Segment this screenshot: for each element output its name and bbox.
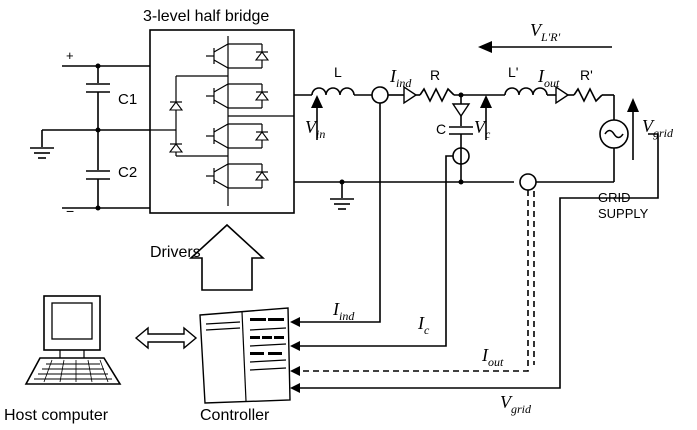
signal-i-c-label: Ic	[417, 313, 430, 337]
v-lr-label: VL'R'	[530, 20, 561, 44]
grid-supply-source	[599, 119, 629, 149]
signal-i-ind-label: Iind	[332, 299, 355, 323]
signal-v-grid-label: Vgrid	[500, 392, 532, 416]
inductor-l2-label: L'	[508, 64, 518, 80]
host-computer-label: Host computer	[4, 407, 109, 424]
igbt-switches	[206, 43, 270, 189]
plus-sign: +	[66, 48, 74, 63]
filter-capacitor	[449, 95, 473, 182]
i-out-label: Iout	[537, 66, 560, 90]
resistor-r2-label: R'	[580, 67, 593, 83]
i-ind-label: Iind	[389, 66, 412, 90]
dc-link: + −	[30, 48, 150, 219]
drivers-label: Drivers	[150, 244, 201, 261]
inductor-l-label: L	[334, 64, 342, 80]
capacitor-c-label: C	[436, 121, 446, 137]
v-in-label: Vin	[305, 117, 325, 141]
bidirectional-arrow	[134, 326, 198, 350]
v-c-label: Vc	[474, 117, 491, 141]
grid-supply-label-line2: SUPPLY	[598, 206, 649, 221]
controller-cabinet	[199, 307, 291, 404]
voltage-arrows	[311, 41, 639, 160]
bottom-return-line	[294, 148, 615, 210]
bridge-title: 3-level half bridge	[143, 8, 269, 25]
signal-lines	[290, 103, 659, 393]
half-bridge-box	[149, 29, 295, 214]
controller-label: Controller	[200, 407, 270, 424]
resistor-r-label: R	[430, 67, 440, 83]
drivers-arrow	[188, 223, 266, 291]
minus-sign: −	[66, 203, 74, 219]
host-computer-icon	[24, 295, 122, 385]
signal-i-out-label: Iout	[481, 345, 504, 369]
c2-label: C2	[118, 164, 137, 181]
c1-label: C1	[118, 91, 137, 108]
clamp-diodes	[150, 75, 228, 157]
